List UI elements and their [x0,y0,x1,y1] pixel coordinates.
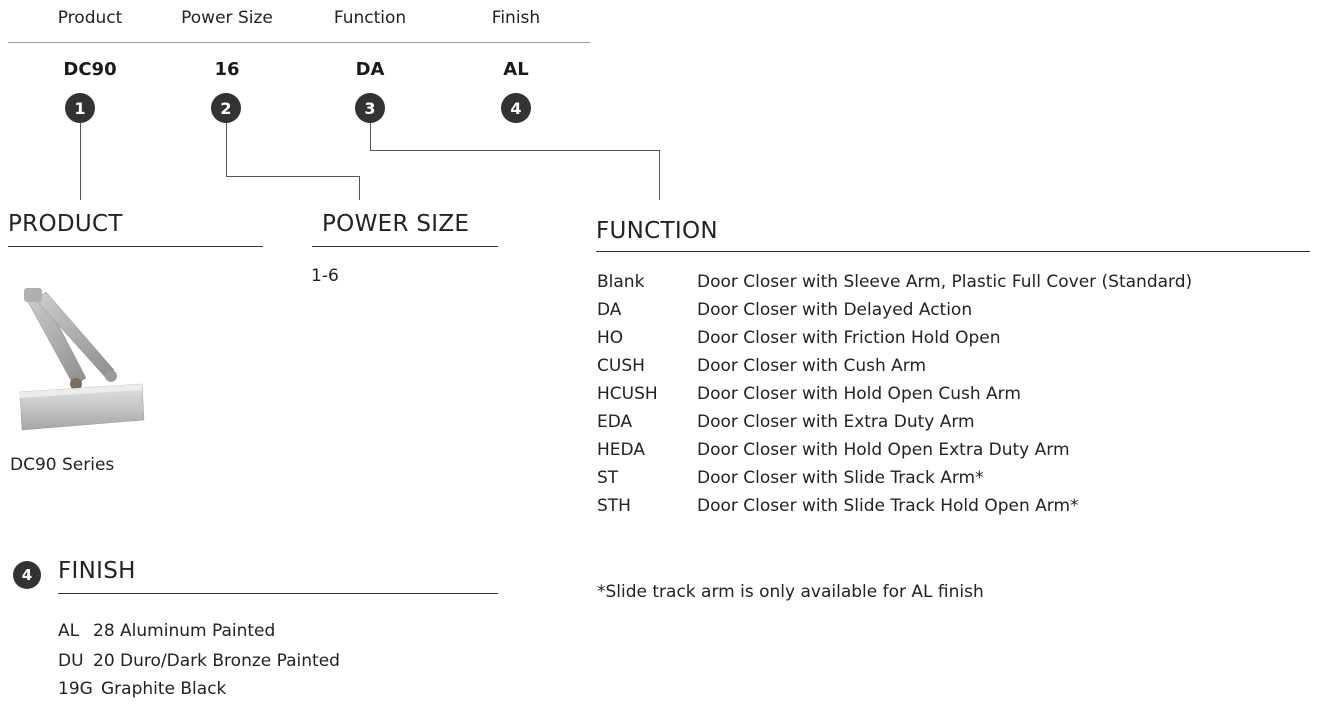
finish-row: 19G Graphite Black [58,679,226,699]
function-row: STH Door Closer with Slide Track Hold Ope… [597,496,1079,516]
power-size-range: 1-6 [311,266,339,286]
product-section-title: PRODUCT [8,211,123,237]
product-section-rule [8,246,263,247]
function-code: ST [597,468,619,488]
marker-2: 2 [211,93,241,123]
function-code: STH [597,496,631,516]
finish-row: DU 20 Duro/Dark Bronze Painted [58,651,340,671]
finish-row: AL 28 Aluminum Painted [58,621,275,641]
connector-3-v1 [370,123,371,151]
product-caption: DC90 Series [10,455,115,475]
function-desc: Door Closer with Sleeve Arm, Plastic Ful… [697,272,1193,292]
function-desc: Door Closer with Hold Open Extra Duty Ar… [697,440,1070,460]
function-row: DA Door Closer with Delayed Action [597,300,972,320]
header-rule [8,42,590,43]
function-desc: Door Closer with Delayed Action [697,300,973,320]
connector-3-h [370,150,660,151]
finish-desc: Graphite Black [101,679,227,699]
function-row: ST Door Closer with Slide Track Arm* [597,468,984,488]
function-desc: Door Closer with Extra Duty Arm [697,412,975,432]
power-size-section-title: POWER SIZE [322,211,470,237]
function-section-rule [596,251,1310,252]
header-product: Product [57,8,123,28]
finish-marker: 4 [13,561,41,589]
marker-4: 4 [501,93,531,123]
function-desc: Door Closer with Slide Track Hold Open A… [697,496,1079,516]
door-closer-image [19,288,145,431]
function-code: CUSH [597,356,645,376]
finish-section-rule [58,593,498,594]
function-desc: Door Closer with Slide Track Arm* [697,468,984,488]
code-power-size: 16 [214,59,240,80]
function-note: *Slide track arm is only available for A… [597,582,984,602]
function-row: HEDA Door Closer with Hold Open Extra Dut… [597,440,1070,460]
header-finish: Finish [491,8,541,28]
header-power-size: Power Size [181,8,273,28]
function-code: HEDA [597,440,645,460]
function-desc: Door Closer with Cush Arm [697,356,927,376]
connector-2-v2 [359,176,360,200]
power-size-section-rule [312,246,498,247]
finish-code: 19G [58,679,93,699]
code-product: DC90 [63,59,117,80]
function-code: DA [597,300,622,320]
function-row: CUSH Door Closer with Cush Arm [597,356,926,376]
finish-desc: 20 Duro/Dark Bronze Painted [93,651,340,671]
function-desc: Door Closer with Friction Hold Open [697,328,1001,348]
function-section-title: FUNCTION [596,218,718,244]
function-row: EDA Door Closer with Extra Duty Arm [597,412,975,432]
function-row: HO Door Closer with Friction Hold Open [597,328,1001,348]
finish-desc: 28 Aluminum Painted [93,621,276,641]
header-function: Function [333,8,407,28]
finish-section-title: FINISH [58,558,136,584]
marker-3: 3 [355,93,385,123]
marker-1: 1 [65,93,95,123]
connector-2-h [226,176,360,177]
function-code: HCUSH [597,384,658,404]
finish-code: AL [58,621,80,641]
function-row: Blank Door Closer with Sleeve Arm, Plasti… [597,272,1192,292]
function-row: HCUSH Door Closer with Hold Open Cush Arm [597,384,1021,404]
function-desc: Door Closer with Hold Open Cush Arm [697,384,1021,404]
function-code: HO [597,328,624,348]
function-code: EDA [597,412,633,432]
connector-3-v2 [659,150,660,200]
finish-code: DU [58,651,84,671]
connector-1 [80,123,81,200]
code-finish: AL [503,59,529,80]
code-function: DA [355,59,385,80]
connector-2-v1 [226,123,227,176]
function-code: Blank [597,272,645,292]
